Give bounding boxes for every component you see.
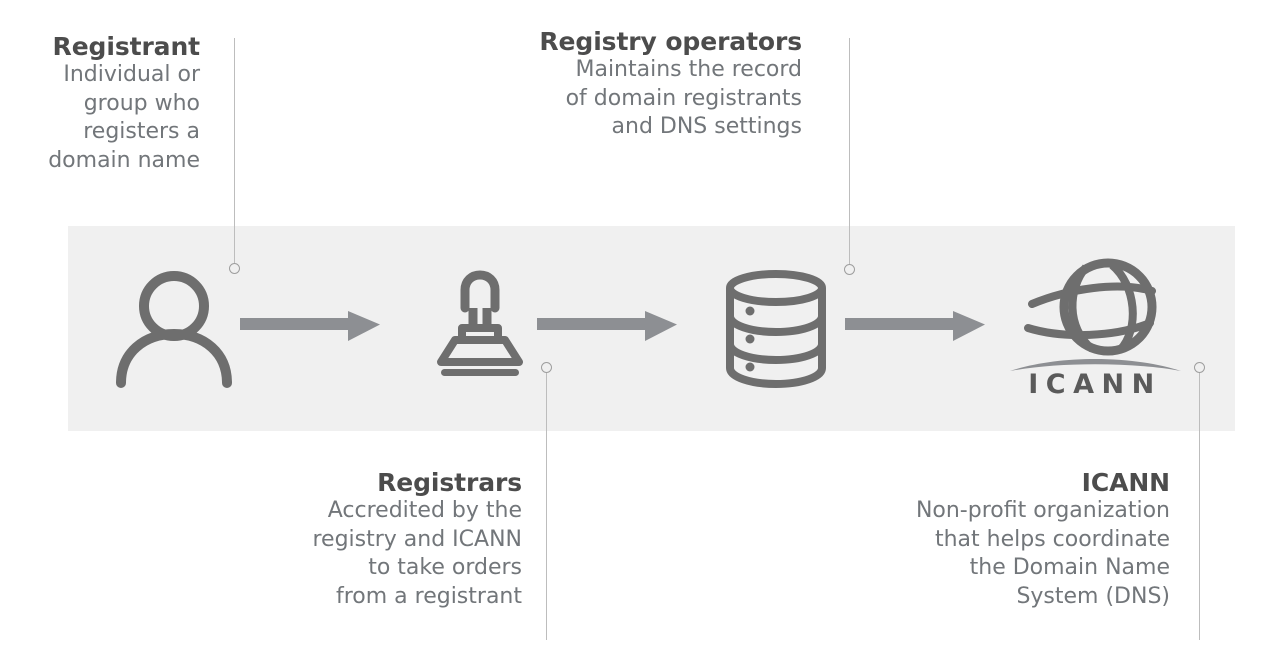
callout-registrars-title: Registrars: [377, 468, 522, 497]
connector-line-registry-operators: [849, 38, 850, 268]
connector-node-icann: [1194, 362, 1205, 373]
connector-node-registrars: [541, 362, 552, 373]
person-icon: [112, 270, 236, 392]
callout-registrars: Registrars Accredited by the registry an…: [300, 468, 522, 611]
callout-icann-description: Non-profit organization that helps coord…: [915, 498, 1170, 609]
flow-arrow-1: [240, 310, 380, 346]
icann-wordmark: ICANN: [1028, 369, 1161, 395]
callout-registrant-title: Registrant: [52, 32, 201, 61]
connector-node-registry-operators: [844, 264, 855, 275]
callout-registrars-description: Accredited by the registry and ICANN to …: [312, 498, 522, 609]
stamp-icon: [432, 270, 528, 384]
callout-icann-title: ICANN: [1081, 468, 1170, 497]
connector-node-registrant: [229, 263, 240, 274]
connector-line-registrant: [234, 38, 235, 266]
connector-line-registrars: [546, 372, 547, 640]
flow-arrow-2: [537, 310, 677, 346]
callout-registrant-description: Individual or group who registers a doma…: [48, 62, 200, 173]
callout-registry-operators: Registry operators Maintains the record …: [500, 27, 802, 142]
database-icon: [722, 268, 830, 392]
flow-arrow-3: [845, 310, 985, 346]
callout-registrant: Registrant Individual or group who regis…: [10, 32, 200, 175]
callout-registry-operators-description: Maintains the record of domain registran…: [565, 57, 802, 140]
connector-line-icann: [1199, 372, 1200, 640]
callout-icann: ICANN Non-profit organization that helps…: [880, 468, 1170, 611]
icann-logo: ICANN: [1008, 255, 1183, 400]
callout-registry-operators-title: Registry operators: [539, 27, 802, 56]
